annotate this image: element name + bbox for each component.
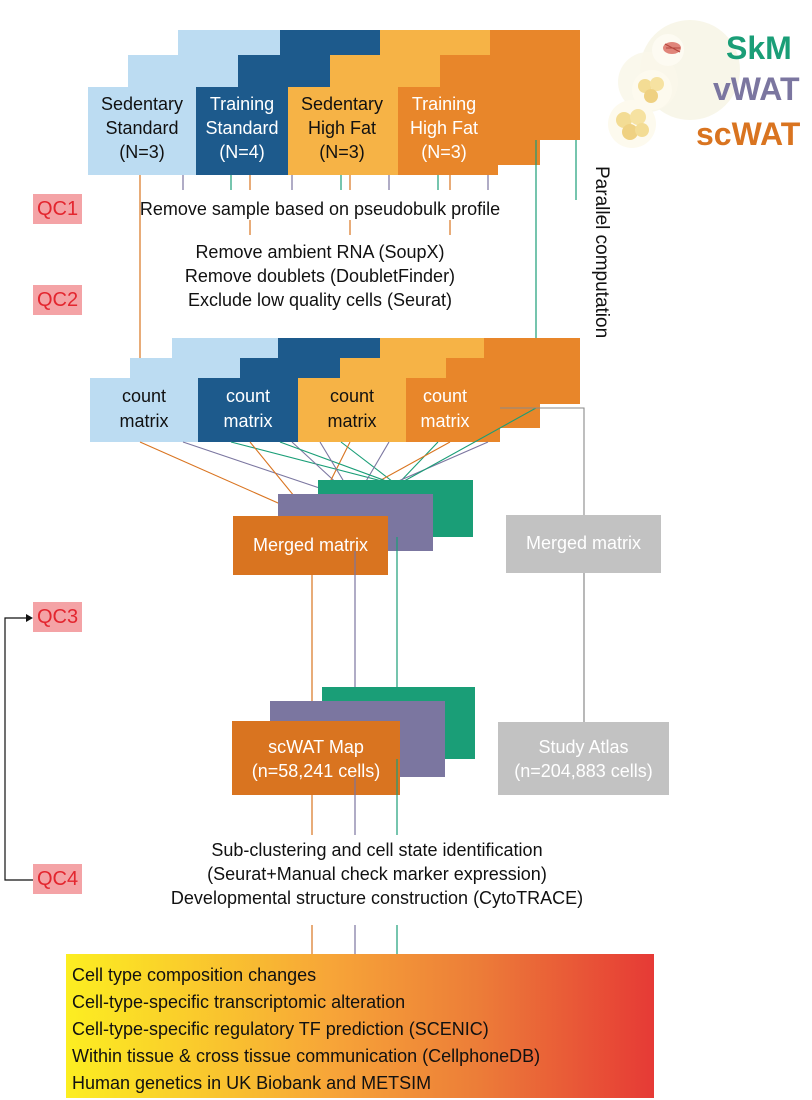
count-matrix-box-2 [198,378,298,442]
result-item: Cell type composition changes [72,965,317,985]
downstream-analyses-box: Cell type composition changes Cell-type-… [66,954,654,1098]
group-box-training-highfat [398,87,498,175]
count-matrix-box-4 [406,378,500,442]
fat-cells-icon-2 [608,100,656,148]
qc4-description: Sub-clustering and cell state identifica… [77,838,677,910]
connectors-lower [311,537,585,722]
feedback-arrow [4,614,33,881]
qc4-line-1: Sub-clustering and cell state identifica… [211,840,543,860]
qc1-badge: QC1 [33,194,83,224]
qc2-badge: QC2 [33,285,83,315]
connectors-bottom [311,759,398,954]
study-atlas-label: Study Atlas(n=204,883 cells) [514,737,653,781]
muscle-fiber-icon [663,42,681,54]
group-layers-top [88,30,580,175]
qc2-line-3: Exclude low quality cells (Seurat) [187,290,453,310]
scwat-map-box [232,721,400,795]
qc1-description: Remove sample based on pseudobulk profil… [139,199,501,219]
merged-matrix-label: Merged matrix [252,535,369,555]
group-box-training-standard [196,87,288,175]
count-matrix-layers [90,338,580,442]
merged-matrix-layers [233,480,661,575]
tissue-icons [608,20,740,148]
tissue-label-vwat: vWAT [713,71,800,107]
merged-matrix-box [233,516,388,575]
scwat-map-label: scWAT Map(n=58,241 cells) [251,737,381,781]
result-item: Cell-type-specific regulatory TF predict… [72,1019,489,1039]
tissue-label-skm: SkM [726,30,792,66]
qc2-description: Remove ambient RNA (SoupX) Remove double… [20,240,620,312]
study-merged-matrix-label: Merged matrix [525,533,642,553]
qc2-line-1: Remove ambient RNA (SoupX) [195,242,445,262]
result-item: Within tissue & cross tissue communicati… [72,1046,541,1066]
tissue-label-scwat: scWAT [696,116,801,152]
study-atlas-box [498,722,669,795]
result-item: Cell-type-specific transcriptomic altera… [72,992,406,1012]
count-matrix-box-1 [90,378,198,442]
map-layers [232,687,669,795]
study-merged-matrix-box [506,515,661,573]
qc3-badge: QC3 [33,602,83,632]
qc4-line-2: (Seurat+Manual check marker expression) [207,864,547,884]
fat-cells-icon-1 [632,70,672,110]
qc2-line-2: Remove doublets (DoubletFinder) [184,266,456,286]
result-item: Human genetics in UK Biobank and METSIM [72,1073,432,1093]
qc4-line-3: Developmental structure construction (Cy… [170,888,584,908]
qc4-badge: QC4 [33,864,83,894]
group-box-sedentary-highfat [288,87,398,175]
count-matrix-box-3 [298,378,406,442]
group-box-sedentary-standard [88,87,196,175]
